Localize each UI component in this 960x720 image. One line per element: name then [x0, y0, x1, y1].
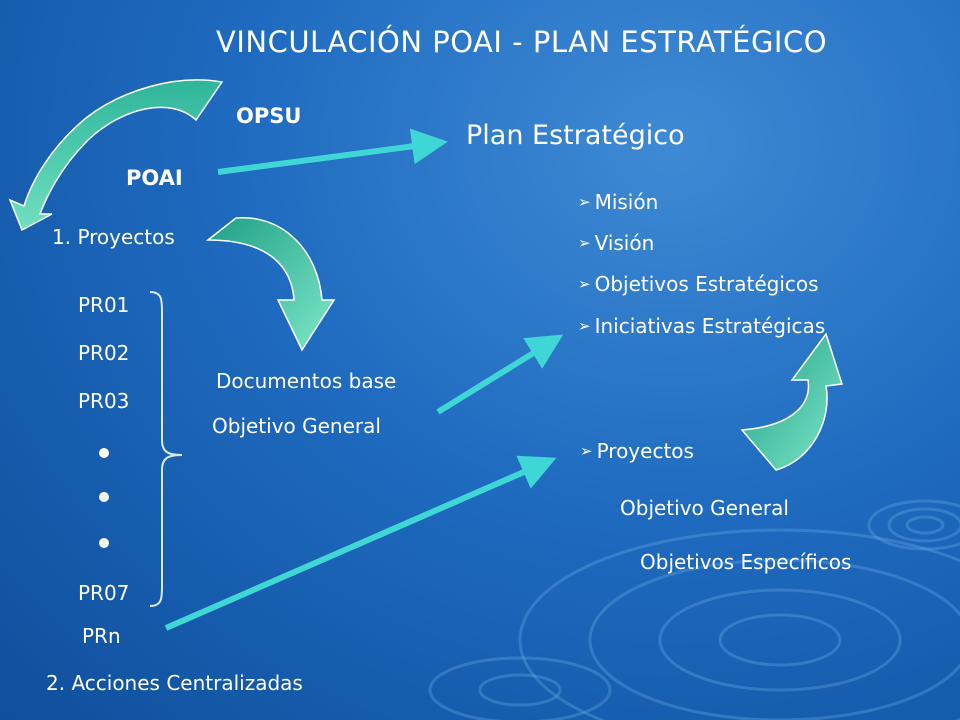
- arrow-prn-to-proyectos: [164, 455, 557, 631]
- curved-arrow-proyectos-to-iniciativas: [740, 332, 843, 471]
- project-item: PR02: [78, 341, 130, 365]
- arrow-bullet-icon: ➢: [578, 275, 591, 293]
- list-item: ➢Objetivos Estratégicos: [578, 274, 819, 294]
- list-item: ➢Visión: [578, 233, 654, 253]
- arrow-bullet-icon: ➢: [580, 442, 593, 460]
- objetivos-especificos-label: Objetivos Específicos: [640, 550, 852, 574]
- project-item: PRn: [82, 624, 121, 648]
- list-item-label: Visión: [594, 231, 655, 255]
- list-item: ➢Proyectos: [580, 441, 694, 461]
- page-title: VINCULACIÓN POAI - PLAN ESTRATÉGICO: [216, 25, 828, 59]
- project-item: PR07: [78, 581, 130, 605]
- opsu-label: OPSU: [236, 104, 302, 128]
- project-item: PR03: [78, 389, 130, 413]
- project-item: PR01: [78, 293, 130, 317]
- projects-brace: [149, 291, 183, 607]
- list-item-label: Iniciativas Estratégicas: [594, 314, 826, 338]
- acciones-centralizadas-label: 2. Acciones Centralizadas: [46, 671, 303, 695]
- proyectos-label: 1. Proyectos: [52, 225, 175, 249]
- plan-estrategico-label: Plan Estratégico: [466, 120, 685, 151]
- arrow-bullet-icon: ➢: [578, 193, 591, 211]
- arrow-bullet-icon: ➢: [578, 234, 591, 252]
- list-item-label: Misión: [594, 190, 659, 214]
- curved-arrow-opsu-to-proyectos: [8, 79, 224, 232]
- objetivo-general-right-label: Objetivo General: [620, 496, 789, 520]
- ellipsis-dot: [99, 538, 109, 548]
- curved-arrow-proyectos-to-documentos: [205, 217, 336, 352]
- poai-label: POAI: [126, 166, 183, 190]
- proyectos-right-label: Proyectos: [596, 439, 694, 463]
- objetivo-general-label: Objetivo General: [212, 414, 381, 438]
- arrow-objetivo-to-iniciativas: [436, 334, 564, 415]
- arrow-poai-to-plan: [217, 128, 448, 175]
- arrow-bullet-icon: ➢: [578, 317, 591, 335]
- documentos-base-label: Documentos base: [216, 369, 397, 393]
- list-item: ➢Misión: [578, 192, 658, 212]
- list-item: ➢Iniciativas Estratégicas: [578, 316, 825, 336]
- ellipsis-dot: [99, 448, 109, 458]
- ellipsis-dot: [99, 492, 109, 502]
- list-item-label: Objetivos Estratégicos: [594, 272, 819, 296]
